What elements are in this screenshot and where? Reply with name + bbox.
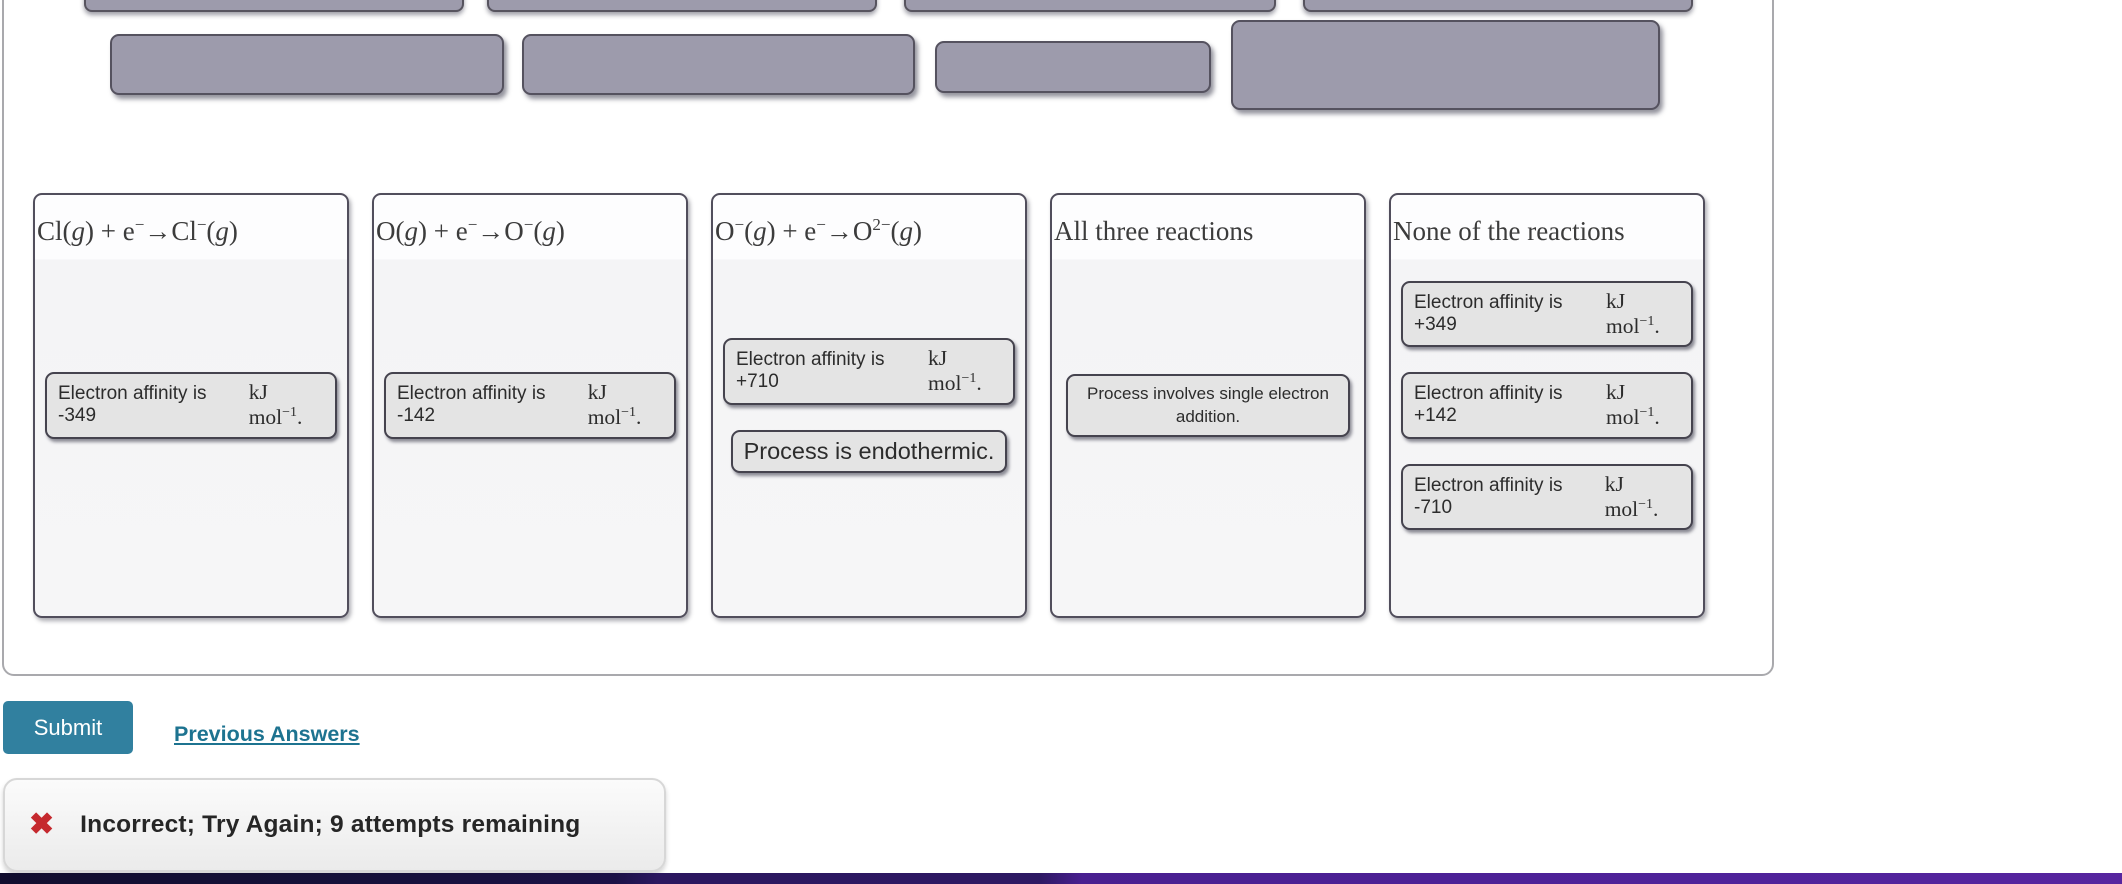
cutoff-answer-chip[interactable]: [487, 0, 877, 12]
cutoff-answer-chip[interactable]: [1303, 0, 1693, 12]
cutoff-answer-chip[interactable]: [904, 0, 1276, 12]
answer-chip-text: Electron affinity is -349: [58, 383, 212, 427]
bin-header: O(g) + e−→O−(g): [376, 215, 565, 246]
answer-chip-units: kJ mol−1.: [587, 380, 642, 430]
answer-chip[interactable]: Process is endothermic.: [730, 429, 1008, 473]
answer-chip-text: Electron affinity is +349: [1414, 292, 1568, 336]
blank-answer-chip[interactable]: [1231, 20, 1660, 110]
bin-chip-area: Electron affinity is +710 kJ mol−1. Proces…: [713, 195, 1025, 616]
bin-chip-area: Electron affinity is -349 kJ mol−1.: [35, 195, 347, 616]
answer-chip[interactable]: Electron affinity is +710 kJ mol−1.: [723, 338, 1015, 405]
answer-chip[interactable]: Electron affinity is +349 kJ mol−1.: [1401, 281, 1693, 348]
answer-chip-text: Electron affinity is +710: [736, 349, 890, 393]
answer-chip-text: Electron affinity is +142: [1414, 383, 1568, 427]
previous-answers-link[interactable]: Previous Answers: [174, 722, 360, 746]
category-bin-o-minus-g[interactable]: O−(g) + e−→O2−(g)Electron affinity is +7…: [711, 193, 1027, 618]
blank-answer-chip[interactable]: [522, 34, 915, 95]
cutoff-answer-chip[interactable]: [84, 0, 464, 12]
incorrect-x-icon: ✖: [29, 808, 55, 841]
bin-chip-area: Electron affinity is -142 kJ mol−1.: [374, 195, 686, 616]
bin-header: None of the reactions: [1393, 216, 1625, 246]
answer-chip-units: kJ mol−1.: [1604, 471, 1659, 521]
answer-chip-units: kJ mol−1.: [928, 346, 982, 396]
answer-chip-text: Electron affinity is -710: [1414, 474, 1568, 518]
bin-chip-area: Process involves single electron additio…: [1052, 195, 1364, 616]
bin-header: Cl(g) + e−→Cl−(g): [37, 215, 238, 246]
category-bin-cl-g[interactable]: Cl(g) + e−→Cl−(g) Electron affinity is -3…: [33, 193, 349, 618]
bin-header: All three reactions: [1054, 216, 1254, 246]
submit-button[interactable]: Submit: [3, 701, 133, 754]
answer-chip-text: Process is endothermic.: [743, 437, 995, 464]
answer-chip[interactable]: Electron affinity is -710 kJ mol−1.: [1401, 463, 1693, 530]
category-bin-o-g[interactable]: O(g) + e−→O−(g) Electron affinity is -142…: [372, 193, 688, 618]
answer-chip-text: Electron affinity is -142: [397, 383, 551, 427]
answer-chip[interactable]: Electron affinity is -349 kJ mol−1.: [45, 372, 337, 439]
answer-chip-units: kJ mol−1.: [1606, 289, 1660, 339]
feedback-text: Incorrect; Try Again; 9 attempts remaini…: [80, 811, 581, 838]
answer-chip[interactable]: Electron affinity is -142 kJ mol−1.: [384, 372, 676, 439]
answer-chip[interactable]: Process involves single electron additio…: [1066, 374, 1350, 437]
answer-chip-units: kJ mol−1.: [1606, 380, 1660, 430]
answer-chip[interactable]: Electron affinity is +142 kJ mol−1.: [1401, 372, 1693, 439]
answer-chip-units: kJ mol−1.: [248, 380, 303, 430]
brand-footer-bar: [0, 873, 2122, 884]
bin-header: O−(g) + e−→O2−(g): [715, 215, 922, 246]
blank-answer-chip[interactable]: [935, 41, 1211, 93]
feedback-banner: ✖ Incorrect; Try Again; 9 attempts remai…: [3, 778, 666, 872]
blank-answer-chip[interactable]: [110, 34, 504, 95]
answer-chip-text: Process involves single electron additio…: [1087, 384, 1334, 426]
